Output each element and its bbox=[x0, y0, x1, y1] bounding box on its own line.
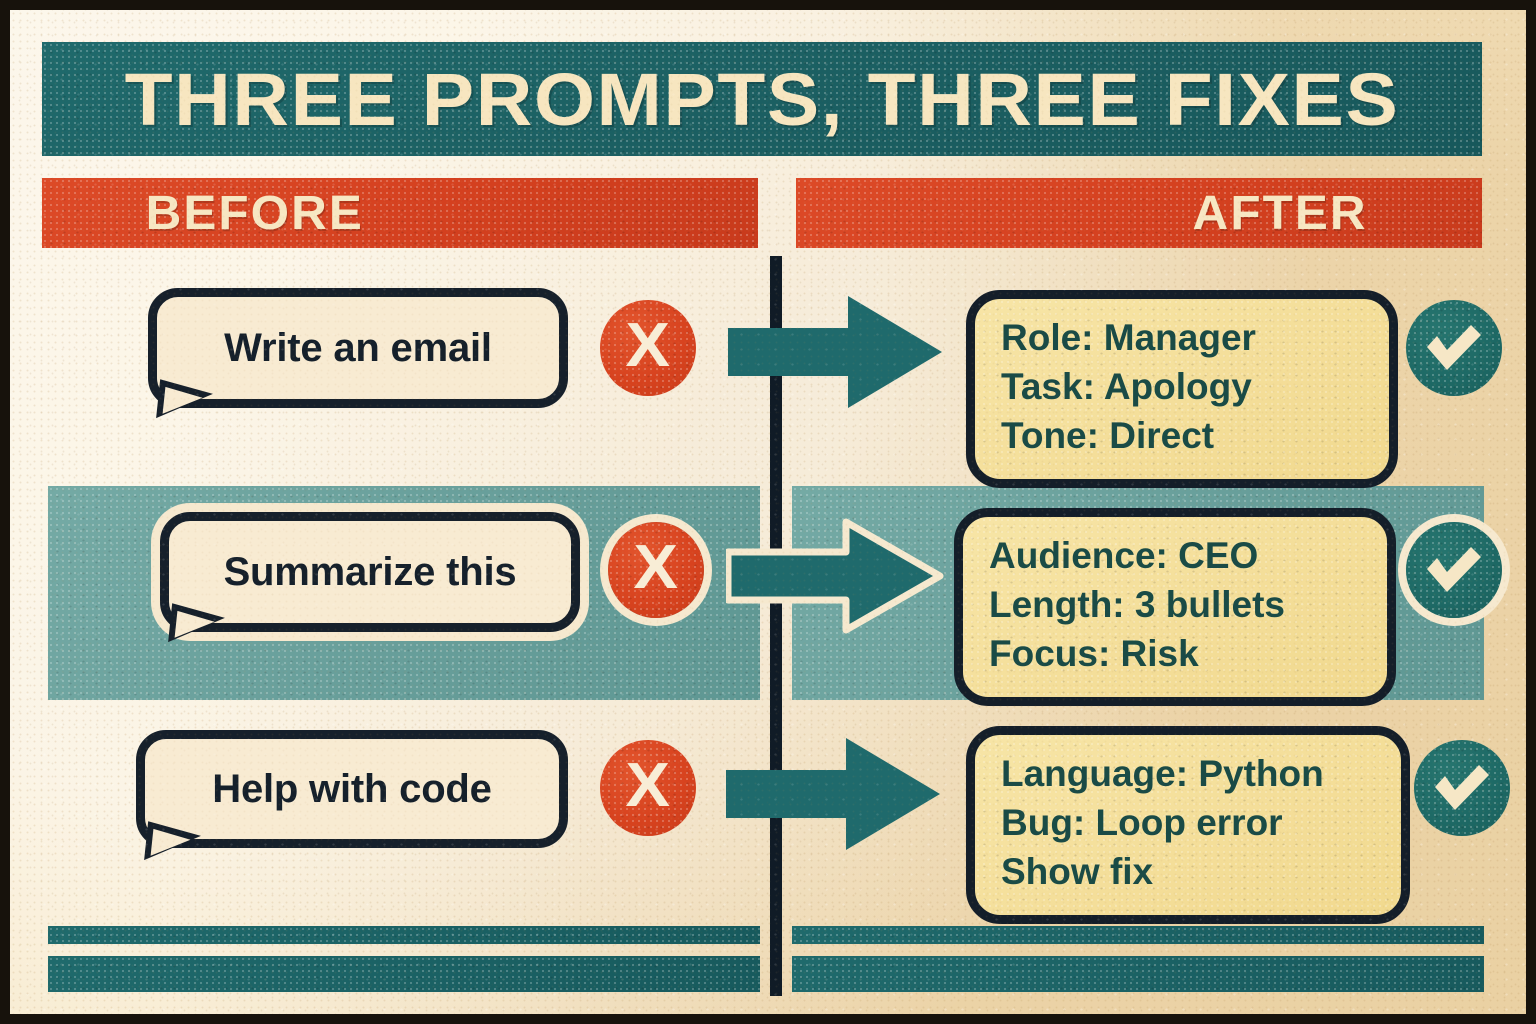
footer-rule-texture bbox=[792, 956, 1484, 992]
result-card-1-line-2: Task: Apology bbox=[1001, 366, 1252, 408]
prompt-bubble-2-tail bbox=[168, 603, 226, 648]
footer-rule-texture bbox=[48, 926, 760, 944]
result-card-3-line-2: Bug: Loop error bbox=[1001, 802, 1283, 844]
x-badge-2: X bbox=[608, 522, 704, 618]
footer-rule-thin-right bbox=[792, 926, 1484, 944]
check-icon bbox=[1435, 765, 1489, 810]
column-header-before-label: BEFORE bbox=[145, 186, 364, 240]
page-title: THREE PROMPTS, THREE FIXES bbox=[124, 57, 1400, 141]
result-card-1-line-1: Role: Manager bbox=[1001, 317, 1256, 358]
footer-rule-texture bbox=[792, 926, 1484, 944]
x-icon: X bbox=[625, 751, 671, 820]
footer-rule-texture bbox=[48, 956, 760, 992]
result-card-2-line-1: Audience: CEO bbox=[989, 535, 1259, 576]
result-card-3: Language: Python Bug: Loop error Show fi… bbox=[966, 726, 1410, 924]
x-icon: X bbox=[625, 311, 671, 380]
comparison-row-3: Help with code X Language: Python Bug: L… bbox=[10, 712, 1526, 924]
footer-rule-thick-right bbox=[792, 956, 1484, 992]
poster-paper: THREE PROMPTS, THREE FIXES BEFORE AFTER … bbox=[10, 10, 1526, 1014]
title-banner: THREE PROMPTS, THREE FIXES bbox=[42, 42, 1482, 156]
transform-arrow-3 bbox=[726, 732, 940, 856]
check-icon bbox=[1427, 547, 1481, 592]
result-card-1: Role: Manager Task: Apology Tone: Direct bbox=[966, 290, 1398, 488]
arrow-right-icon bbox=[726, 518, 944, 634]
x-icon: X bbox=[633, 533, 679, 602]
footer-rule-thin-left bbox=[48, 926, 760, 944]
result-card-2-line-3: Focus: Risk bbox=[989, 633, 1199, 675]
comparison-row-1: Write an email X Role: Manager Task: Apo… bbox=[10, 268, 1526, 488]
transform-arrow-2 bbox=[726, 514, 944, 638]
x-badge-3: X bbox=[600, 740, 696, 836]
transform-arrow-1 bbox=[728, 290, 942, 414]
result-card-3-line-3: Show fix bbox=[1001, 851, 1154, 893]
prompt-bubble-3-body: Help with code bbox=[136, 730, 568, 848]
result-card-2-line-2: Length: 3 bullets bbox=[989, 584, 1285, 626]
prompt-bubble-2-text: Summarize this bbox=[223, 549, 517, 594]
result-card-2: Audience: CEO Length: 3 bullets Focus: R… bbox=[954, 508, 1396, 706]
prompt-bubble-2-body: Summarize this bbox=[160, 512, 580, 632]
result-card-3-line-1: Language: Python bbox=[1001, 753, 1324, 794]
arrow-right-icon bbox=[726, 738, 940, 850]
x-badge-1: X bbox=[600, 300, 696, 396]
prompt-bubble-2: Summarize this bbox=[160, 512, 580, 648]
arrow-right-icon bbox=[728, 296, 942, 408]
column-header-after: AFTER bbox=[796, 178, 1482, 248]
check-badge-3 bbox=[1414, 740, 1510, 836]
prompt-bubble-1-tail bbox=[156, 379, 214, 424]
prompt-bubble-1: Write an email bbox=[148, 288, 568, 424]
comparison-row-2: Summarize this X Audience: CEO Length: 3… bbox=[10, 486, 1526, 706]
footer-rule-thick-left bbox=[48, 956, 760, 992]
prompt-bubble-1-text: Write an email bbox=[224, 325, 492, 370]
check-badge-1 bbox=[1406, 300, 1502, 396]
prompt-bubble-3: Help with code bbox=[136, 730, 568, 866]
prompt-bubble-3-tail bbox=[144, 821, 202, 866]
column-header-after-label: AFTER bbox=[1192, 186, 1368, 240]
check-badge-2 bbox=[1406, 522, 1502, 618]
column-header-before: BEFORE bbox=[42, 178, 758, 248]
prompt-bubble-1-body: Write an email bbox=[148, 288, 568, 408]
result-card-1-line-3: Tone: Direct bbox=[1001, 415, 1215, 457]
check-icon bbox=[1427, 325, 1481, 370]
prompt-bubble-3-text: Help with code bbox=[212, 766, 492, 811]
